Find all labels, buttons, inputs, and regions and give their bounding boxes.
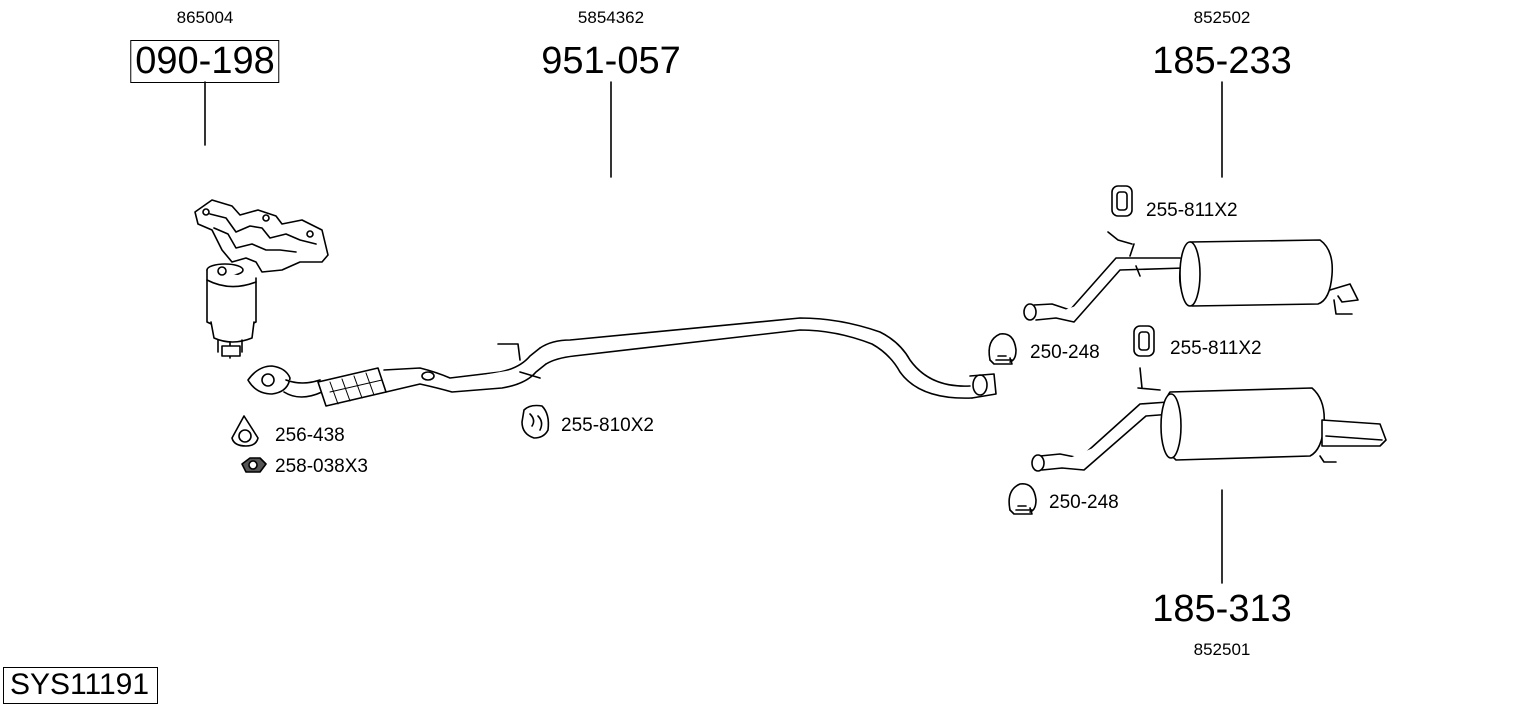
accessory-label[interactable]: 250-248 [1049, 492, 1119, 513]
front-pipe-drawing [247, 347, 547, 407]
part-code: 852501 [1193, 640, 1251, 659]
accessory-label[interactable]: 250-248 [1030, 342, 1100, 363]
catalytic-converter-drawing [194, 199, 329, 359]
part-code: 865004 [176, 8, 234, 27]
part-code: 5854362 [577, 8, 645, 27]
part-number[interactable]: 951-057 [541, 40, 681, 82]
clamp-icon [988, 333, 1017, 365]
accessory-label[interactable]: 256-438 [275, 425, 345, 446]
rear-muffler-lower-drawing [1031, 367, 1387, 472]
nut-icon [241, 457, 267, 473]
part-number[interactable]: 090-198 [130, 40, 280, 83]
accessory-label[interactable]: 258-038X3 [275, 456, 368, 477]
accessory-label[interactable]: 255-811X2 [1170, 338, 1262, 359]
accessory-label[interactable]: 255-810X2 [561, 415, 654, 436]
part-number[interactable]: 185-233 [1152, 40, 1292, 82]
clamp-icon [1008, 483, 1037, 515]
rubber-hanger-icon [521, 404, 550, 439]
gasket-icon [231, 415, 259, 447]
rubber-hanger-icon [1133, 325, 1155, 357]
part-number[interactable]: 185-313 [1152, 588, 1292, 630]
accessory-label[interactable]: 255-811X2 [1146, 200, 1238, 221]
part-code: 852502 [1193, 8, 1251, 27]
rear-muffler-upper-drawing [1023, 231, 1359, 323]
system-id: SYS11191 [3, 667, 158, 704]
mid-pipe-drawing [497, 317, 997, 399]
rubber-hanger-icon [1111, 185, 1133, 217]
